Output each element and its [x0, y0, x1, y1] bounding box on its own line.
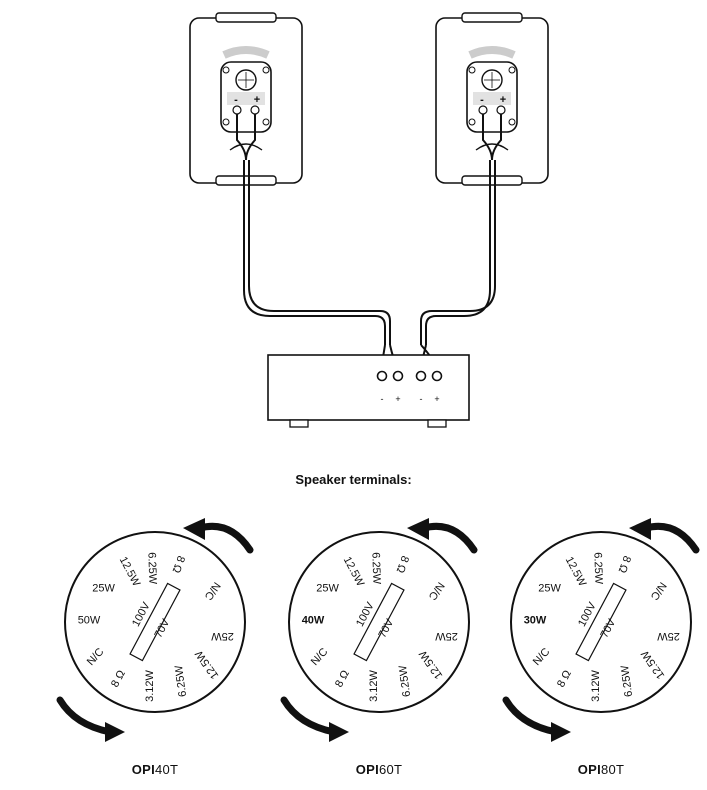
amp-terminal — [392, 370, 404, 382]
tap-label: 6.25W — [591, 552, 604, 585]
wiring-diagram: - + - + — [189, 12, 549, 428]
svg-text:-: - — [480, 94, 484, 106]
selector-slot — [353, 582, 405, 662]
svg-text:+: + — [254, 94, 260, 106]
tap-label: 6.25W — [145, 552, 158, 585]
rotate-arrow-icon — [502, 696, 560, 736]
tap-label: 6.25W — [173, 664, 189, 698]
tap-label: 25W — [316, 582, 339, 594]
svg-text:-: - — [420, 394, 423, 404]
tap-label: 25W — [211, 630, 234, 642]
arrow-head-icon — [629, 518, 651, 540]
model-name: OPI60T — [355, 762, 403, 777]
speaker-cables — [243, 160, 496, 369]
arrow-head-icon — [329, 722, 349, 742]
amplifier: - + - + — [267, 354, 470, 428]
selector-slot — [575, 582, 627, 662]
tap-label: 8 Ω — [170, 554, 187, 574]
rotate-arrow-icon — [420, 522, 478, 554]
arrow-head-icon — [407, 518, 429, 540]
svg-text:+: + — [434, 394, 439, 404]
tap-label: 30W — [524, 615, 547, 627]
arrow-head-icon — [551, 722, 571, 742]
speaker-terminals-heading: Speaker terminals: — [295, 472, 412, 487]
tap-label: 8 Ω — [616, 554, 633, 574]
tap-label: 40W — [302, 615, 325, 627]
tap-label: 25W — [538, 582, 561, 594]
model-name: OPI40T — [131, 762, 179, 777]
amp-terminal — [376, 370, 388, 382]
tap-label: 25W — [435, 630, 458, 642]
rotate-arrow-icon — [56, 696, 114, 736]
svg-text:+: + — [500, 94, 506, 106]
tap-label: 50W — [78, 615, 101, 627]
rotate-arrow-icon — [196, 522, 254, 554]
amp-terminal — [431, 370, 443, 382]
tap-label: 6.25W — [619, 664, 635, 698]
svg-text:+: + — [395, 394, 400, 404]
tap-label: 3.12W — [590, 669, 602, 701]
svg-text:-: - — [234, 94, 238, 106]
arrow-head-icon — [105, 722, 125, 742]
rotate-arrow-icon — [280, 696, 338, 736]
tap-label: 3.12W — [144, 669, 156, 701]
left-speaker: - + — [189, 12, 303, 186]
selector-slot — [129, 582, 181, 662]
amp-terminal — [415, 370, 427, 382]
tap-label: 8 Ω — [394, 554, 411, 574]
tap-label: 6.25W — [369, 552, 382, 585]
svg-text:-: - — [381, 394, 384, 404]
tap-label: 25W — [657, 630, 680, 642]
right-speaker: - + — [435, 12, 549, 186]
tap-label: 3.12W — [368, 669, 380, 701]
arrow-head-icon — [183, 518, 205, 540]
tap-label: 6.25W — [397, 664, 413, 698]
tap-label: 25W — [92, 582, 115, 594]
rotate-arrow-icon — [642, 522, 700, 554]
model-name: OPI80T — [577, 762, 625, 777]
